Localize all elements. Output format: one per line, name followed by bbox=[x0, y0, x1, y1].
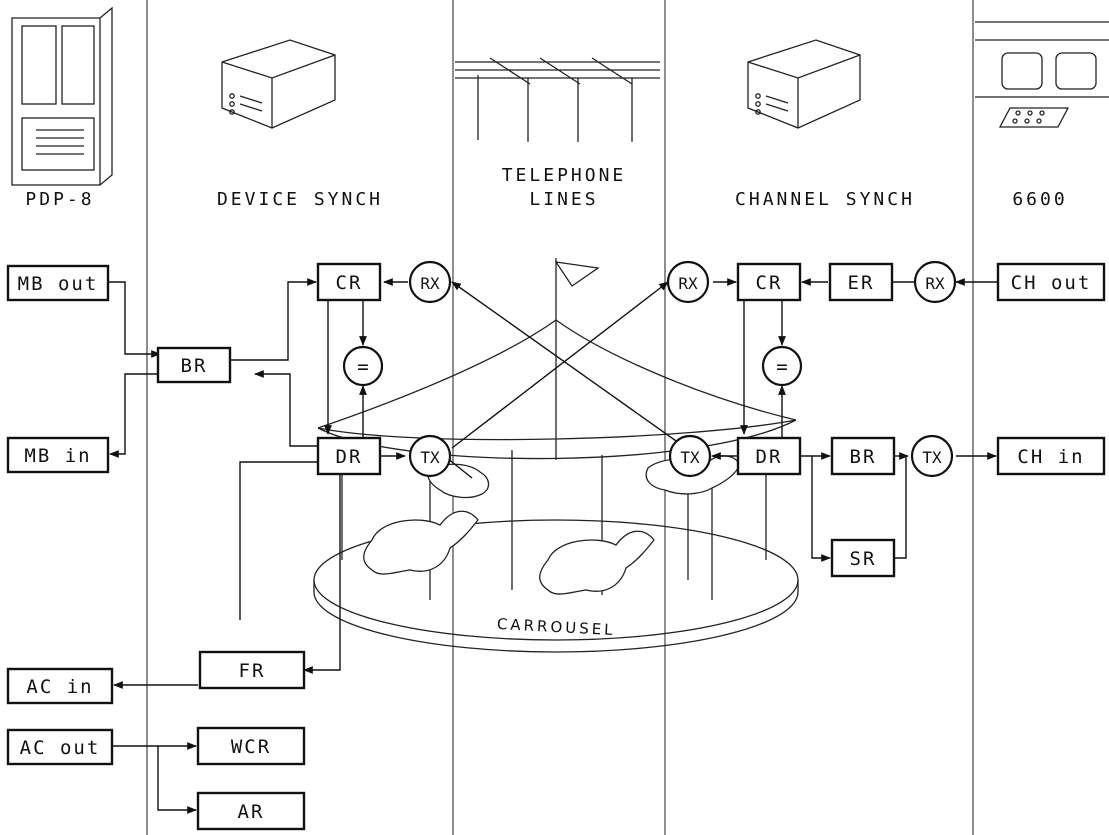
carrousel-label: CARROUSEL bbox=[497, 615, 617, 639]
device-rx-label: RX bbox=[420, 274, 440, 293]
mb-out-label: MB out bbox=[18, 273, 99, 295]
column-header-6600: 6600 bbox=[1012, 189, 1067, 210]
channel-sr-label: SR bbox=[850, 548, 877, 570]
carrousel-illustration: CARROUSEL bbox=[314, 258, 798, 652]
device-ar-label: AR bbox=[238, 801, 265, 823]
column-header-channel-synch: CHANNEL SYNCH bbox=[735, 189, 915, 210]
column-header-pdp8: PDP-8 bbox=[25, 189, 94, 210]
channel-tx-right-label: TX bbox=[922, 448, 942, 467]
channel-compare-label: = bbox=[776, 356, 787, 378]
pdp8-computer-illustration bbox=[12, 8, 112, 185]
channel-rx-left-label: RX bbox=[678, 274, 698, 293]
channel-er-label: ER bbox=[848, 272, 875, 294]
ac-out-label: AC out bbox=[20, 737, 101, 759]
cdc6600-console-illustration bbox=[975, 22, 1109, 127]
column-header-device-synch: DEVICE SYNCH bbox=[217, 189, 383, 210]
device-br-label: BR bbox=[181, 355, 208, 377]
pdp8-blocks: MB out MB in AC in AC out bbox=[8, 266, 112, 764]
channel-synch-unit-illustration bbox=[748, 40, 860, 128]
channel-cr-label: CR bbox=[756, 272, 783, 294]
telephone-poles-illustration bbox=[455, 58, 660, 142]
device-tx-label: TX bbox=[420, 448, 440, 467]
ch-out-label: CH out bbox=[1011, 272, 1092, 294]
column-header-telephone-lines-2: LINES bbox=[529, 189, 598, 210]
device-compare-label: = bbox=[357, 356, 368, 378]
channel-rx-right-label: RX bbox=[925, 274, 945, 293]
channel-br-label: BR bbox=[850, 446, 877, 468]
channel-dr-label: DR bbox=[756, 446, 783, 468]
channel-tx-left-label: TX bbox=[680, 448, 700, 467]
device-wcr-label: WCR bbox=[231, 736, 271, 758]
ch-in-label: CH in bbox=[1017, 446, 1084, 468]
device-synch-unit-illustration bbox=[222, 40, 335, 128]
device-dr-label: DR bbox=[336, 446, 363, 468]
mb-in-label: MB in bbox=[24, 445, 91, 467]
device-cr-label: CR bbox=[336, 272, 363, 294]
device-fr-label: FR bbox=[239, 660, 266, 682]
cdc6600-blocks: CH out CH in bbox=[998, 264, 1104, 474]
column-header-telephone-lines-1: TELEPHONE bbox=[502, 165, 627, 186]
ac-in-label: AC in bbox=[26, 676, 93, 698]
